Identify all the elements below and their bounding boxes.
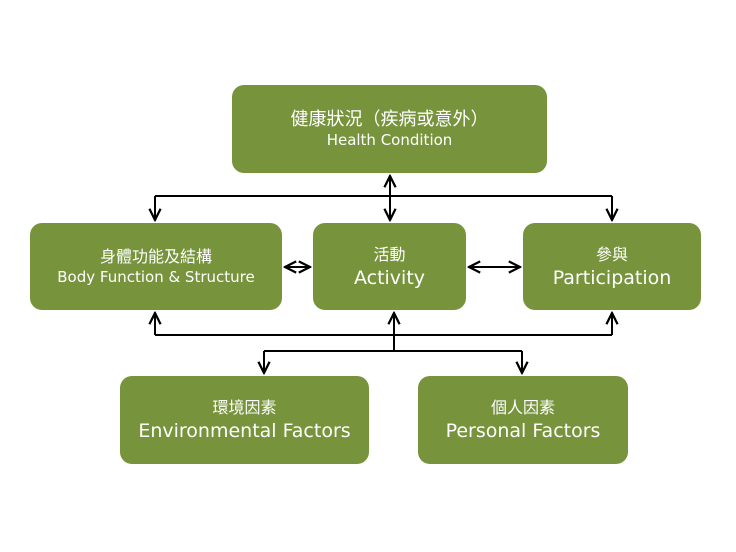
- environmental-en-label: Environmental Factors: [138, 420, 351, 442]
- personal-factors-box: 個人因素 Personal Factors: [418, 376, 628, 464]
- participation-en-label: Participation: [552, 266, 672, 289]
- personal-zh-label: 個人因素: [490, 398, 555, 417]
- health-condition-en-label: Health Condition: [326, 130, 453, 149]
- participation-zh-label: 參與: [595, 244, 628, 264]
- personal-en-label: Personal Factors: [445, 420, 601, 442]
- health-condition-zh-label: 健康狀況（疾病或意外）: [290, 108, 489, 130]
- health-condition-box: 健康狀況（疾病或意外） Health Condition: [232, 85, 547, 173]
- body-function-box: 身體功能及結構 Body Function & Structure: [30, 223, 282, 310]
- body-function-en-label: Body Function & Structure: [57, 268, 255, 286]
- participation-box: 參與 Participation: [523, 223, 701, 310]
- activity-zh-label: 活動: [373, 244, 406, 264]
- environmental-factors-box: 環境因素 Environmental Factors: [120, 376, 369, 464]
- activity-en-label: Activity: [353, 266, 426, 289]
- environmental-zh-label: 環境因素: [212, 398, 277, 417]
- body-function-zh-label: 身體功能及結構: [99, 247, 212, 266]
- activity-box: 活動 Activity: [313, 223, 466, 310]
